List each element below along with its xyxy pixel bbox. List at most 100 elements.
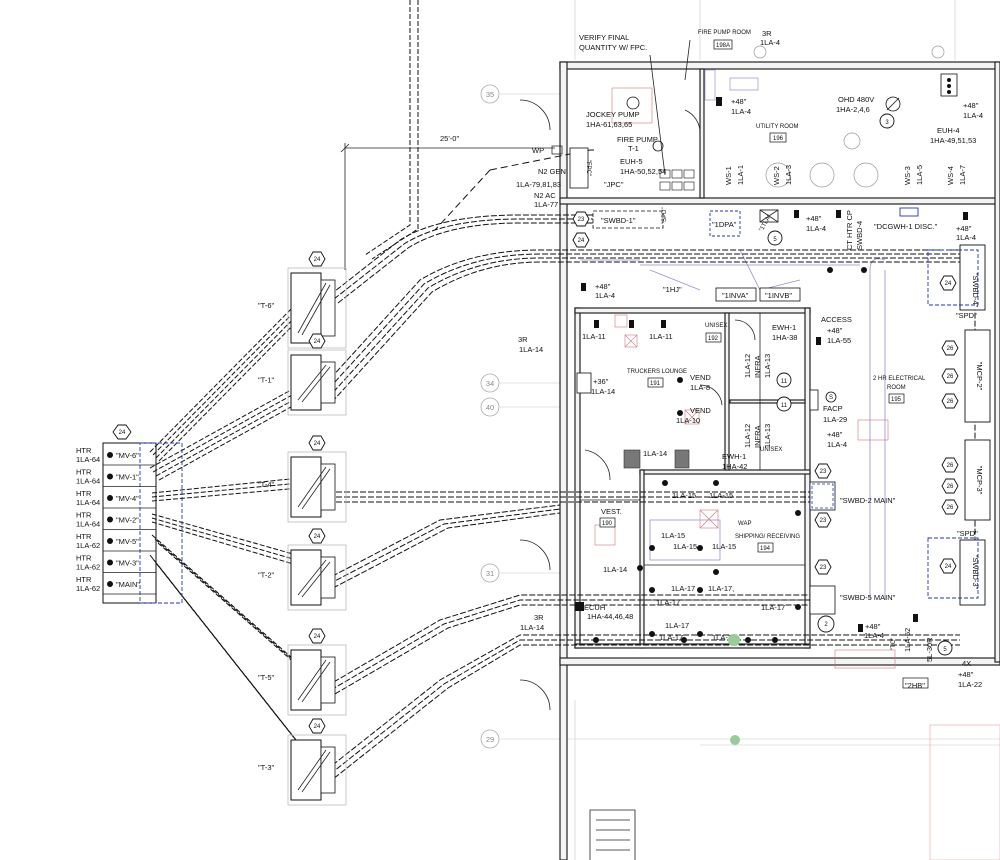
svg-text:195: 195 — [891, 397, 902, 403]
svg-text:26: 26 — [947, 374, 954, 380]
svg-text:"1DPA": "1DPA" — [712, 220, 737, 229]
svg-text:+36": +36" — [593, 377, 609, 386]
svg-text:1LA-14: 1LA-14 — [643, 449, 667, 458]
heater-receptacle — [107, 516, 113, 523]
svg-text:196: 196 — [773, 136, 784, 142]
transformer-t5: 24"T-5" — [258, 628, 347, 716]
tag-11-b: 11 — [776, 396, 792, 412]
svg-text:JOCKEY PUMP: JOCKEY PUMP — [586, 110, 640, 119]
svg-text:"SWBD-1": "SWBD-1" — [601, 216, 636, 225]
transformer-tag-number: 24 — [314, 257, 321, 263]
svg-text:"TC": "TC" — [891, 638, 897, 650]
transformer-tag-bubble — [308, 628, 326, 644]
svg-text:2: 2 — [824, 622, 828, 628]
dimension-25ft: 25'-0" — [340, 134, 555, 270]
htr-label: HTR — [76, 575, 92, 584]
htr-label: HTR — [76, 532, 92, 541]
svg-text:+48": +48" — [595, 282, 611, 291]
svg-text:3R: 3R — [762, 29, 772, 38]
svg-text:24: 24 — [119, 430, 126, 436]
svg-text:WS-3: WS-3 — [903, 166, 912, 185]
transformer-label: "T-3" — [258, 763, 274, 772]
tag-3: 3 — [879, 113, 895, 129]
svg-text:1LA-8: 1LA-8 — [690, 383, 710, 392]
svg-text:INFRA: INFRA — [753, 356, 762, 379]
svg-text:35: 35 — [486, 90, 494, 99]
svg-text:CT HTR CP: CT HTR CP — [845, 210, 854, 250]
svg-text:ROOM: ROOM — [887, 385, 906, 391]
svg-text:1LA-15: 1LA-15 — [673, 542, 697, 551]
htr-circuit: 1LA-64 — [76, 520, 100, 529]
svg-text:WS-1: WS-1 — [724, 166, 733, 185]
svg-text:+48": +48" — [956, 224, 972, 233]
svg-text:"SWBD-5 MAIN": "SWBD-5 MAIN" — [840, 593, 896, 602]
svg-text:1LA-79,81,83: 1LA-79,81,83 — [516, 180, 561, 189]
svg-text:26: 26 — [947, 463, 954, 469]
tag-26-b: 26 — [941, 368, 959, 384]
svg-text:"SWBD-2 MAIN": "SWBD-2 MAIN" — [840, 496, 896, 505]
grid-bubble-34: 34 — [480, 373, 500, 393]
tag-24-swbd3: 24 — [939, 558, 957, 574]
svg-text:1LA-29: 1LA-29 — [823, 415, 847, 424]
transformer-t2: 24"T-2" — [258, 528, 347, 611]
svg-text:"MCP-2": "MCP-2" — [975, 362, 984, 391]
svg-text:26: 26 — [947, 346, 954, 352]
svg-text:4X: 4X — [962, 659, 971, 668]
svg-text:1LA-4: 1LA-4 — [731, 107, 751, 116]
svg-text:SWBD-4: SWBD-4 — [855, 221, 864, 250]
svg-text:1LA-7: 1LA-7 — [958, 165, 967, 185]
svg-text:1LA-3: 1LA-3 — [784, 165, 793, 185]
svg-text:11: 11 — [781, 403, 788, 409]
utility-feed — [364, 0, 595, 260]
svg-text:11: 11 — [781, 379, 788, 385]
svg-text:EUH-5: EUH-5 — [620, 157, 643, 166]
tag-11-a: 11 — [776, 372, 792, 388]
svg-text:26: 26 — [947, 505, 954, 511]
transformers: 24"T-6"24"T-1"24"T-4"24"T-2"24"T-5"24"T-… — [258, 251, 347, 806]
svg-text:1LA-55: 1LA-55 — [827, 336, 851, 345]
grid-lines — [500, 0, 1000, 860]
svg-text:23: 23 — [820, 565, 827, 571]
svg-text:1HA-44,46,48: 1HA-44,46,48 — [587, 612, 633, 621]
svg-text:1LA-4: 1LA-4 — [963, 111, 983, 120]
heater-receptacle — [107, 495, 113, 501]
svg-text:"JPC": "JPC" — [604, 180, 624, 189]
svg-text:1LA-4: 1LA-4 — [806, 224, 826, 233]
htr-circuit: 1LA-62 — [76, 584, 100, 593]
svg-text:23: 23 — [820, 469, 827, 475]
svg-text:TRUCKERS LOUNGE: TRUCKERS LOUNGE — [627, 369, 687, 375]
svg-text:191: 191 — [650, 381, 661, 387]
svg-text:2 HR ELECTRICAL: 2 HR ELECTRICAL — [873, 376, 926, 382]
svg-text:1LA-17,: 1LA-17, — [708, 584, 734, 593]
grid-bubble-40: 40 — [480, 397, 500, 417]
htr-circuit: 1LA-64 — [76, 498, 100, 507]
svg-text:VEND: VEND — [690, 373, 711, 382]
tag-26-c: 26 — [941, 393, 959, 409]
svg-text:"SWBD-4": "SWBD-4" — [971, 273, 980, 308]
mv-section-name: "MV-5" — [116, 537, 139, 546]
mv-section-name: "MV-3" — [116, 559, 139, 568]
svg-text:26: 26 — [947, 484, 954, 490]
svg-text:1LA-77: 1LA-77 — [534, 200, 558, 209]
heater-receptacle — [107, 581, 113, 587]
utility-room: +48" 1LA-4 UTILITY ROOM 196 OHD 480V 1HA… — [716, 45, 983, 188]
svg-text:WS-2: WS-2 — [772, 166, 781, 185]
devices — [581, 210, 968, 745]
transformer-tag-bubble — [308, 718, 326, 734]
htr-circuit: 1LA-64 — [76, 477, 100, 486]
svg-text:1LA-17: 1LA-17 — [761, 603, 785, 612]
svg-text:+48": +48" — [958, 670, 974, 679]
svg-text:QUANTITY W/ FPC.: QUANTITY W/ FPC. — [579, 43, 647, 52]
svg-text:FIRE PUMP: FIRE PUMP — [617, 135, 658, 144]
svg-text:23: 23 — [578, 217, 585, 223]
svg-text:1LA-13: 1LA-13 — [763, 354, 772, 378]
svg-text:198A: 198A — [716, 43, 730, 49]
mv-gear-tag-bubble: 24 — [112, 424, 132, 440]
svg-text:VEND: VEND — [690, 406, 711, 415]
svg-text:1HA-50,52,54: 1HA-50,52,54 — [620, 167, 666, 176]
transformer-label: "T-6" — [258, 301, 274, 310]
